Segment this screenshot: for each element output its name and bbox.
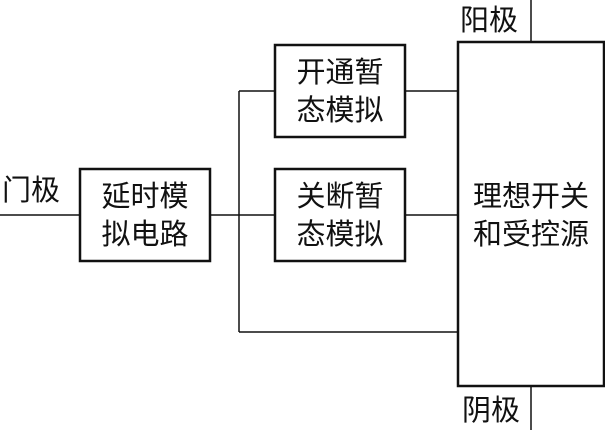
gate-terminal-label: 门极: [2, 173, 60, 207]
anode-terminal-label: 阳极: [460, 3, 518, 37]
turn-off-transient-label-line1: 关断暂: [296, 179, 383, 213]
turn-on-transient-box: [273, 43, 407, 139]
ideal-switch-label-line1: 理想开关: [473, 179, 589, 213]
turn-off-transient-block: 关断暂 态模拟: [273, 167, 407, 263]
ideal-switch-block: 理想开关 和受控源: [456, 40, 605, 388]
connections: [0, 0, 532, 430]
delay-circuit-label-line1: 延时模: [101, 179, 188, 213]
ideal-switch-box: [456, 40, 605, 388]
turn-on-transient-label-line2: 态模拟: [296, 93, 383, 127]
turn-on-transient-label-line1: 开通暂: [296, 55, 383, 89]
turn-off-transient-box: [273, 167, 407, 263]
ideal-switch-label-line2: 和受控源: [473, 217, 589, 251]
delay-circuit-block: 延时模 拟电路: [78, 167, 212, 263]
turn-off-transient-label-line2: 态模拟: [296, 217, 383, 251]
cathode-terminal-label: 阴极: [462, 393, 520, 427]
turn-on-transient-block: 开通暂 态模拟: [273, 43, 407, 139]
delay-circuit-box: [78, 167, 212, 263]
delay-circuit-label-line2: 拟电路: [101, 217, 188, 251]
